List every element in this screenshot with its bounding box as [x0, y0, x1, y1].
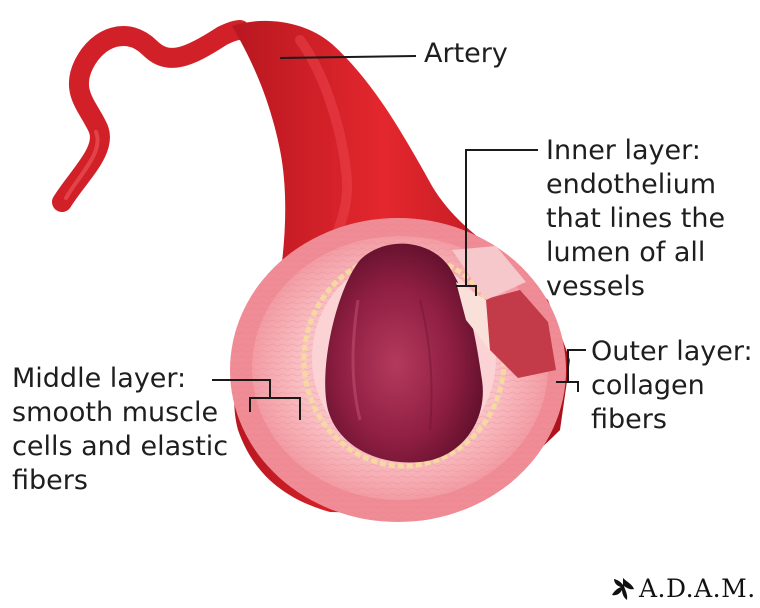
label-inner-line: lumen of all — [546, 237, 706, 268]
artery-branch — [52, 20, 250, 212]
label-outer-line: collagen — [591, 370, 705, 401]
label-middle-layer: Middle layer: smooth muscle cells and el… — [12, 362, 228, 498]
label-outer-line: fibers — [591, 404, 667, 435]
logo-text: A.D.A.M. — [639, 574, 756, 603]
label-middle-line: fibers — [12, 465, 88, 496]
leaf-icon — [612, 577, 634, 600]
label-artery: Artery — [424, 37, 508, 71]
label-inner-line: vessels — [546, 271, 645, 302]
lumen — [325, 243, 483, 463]
label-inner-line: endothelium — [546, 169, 717, 200]
layer-cutaway — [482, 290, 556, 378]
label-artery-text: Artery — [424, 38, 508, 69]
label-outer-line: Outer layer: — [591, 336, 753, 367]
label-middle-line: cells and elastic — [12, 431, 229, 462]
label-inner-line: that lines the — [546, 203, 726, 234]
label-outer-layer: Outer layer: collagen fibers — [591, 335, 753, 437]
label-inner-layer: Inner layer: endothelium that lines the … — [546, 134, 725, 304]
label-middle-line: smooth muscle — [12, 397, 219, 428]
leader-lines — [212, 55, 586, 420]
label-middle-line: Middle layer: — [12, 363, 187, 394]
label-inner-line: Inner layer: — [546, 135, 701, 166]
adam-logo: A.D.A.M. — [610, 574, 756, 603]
